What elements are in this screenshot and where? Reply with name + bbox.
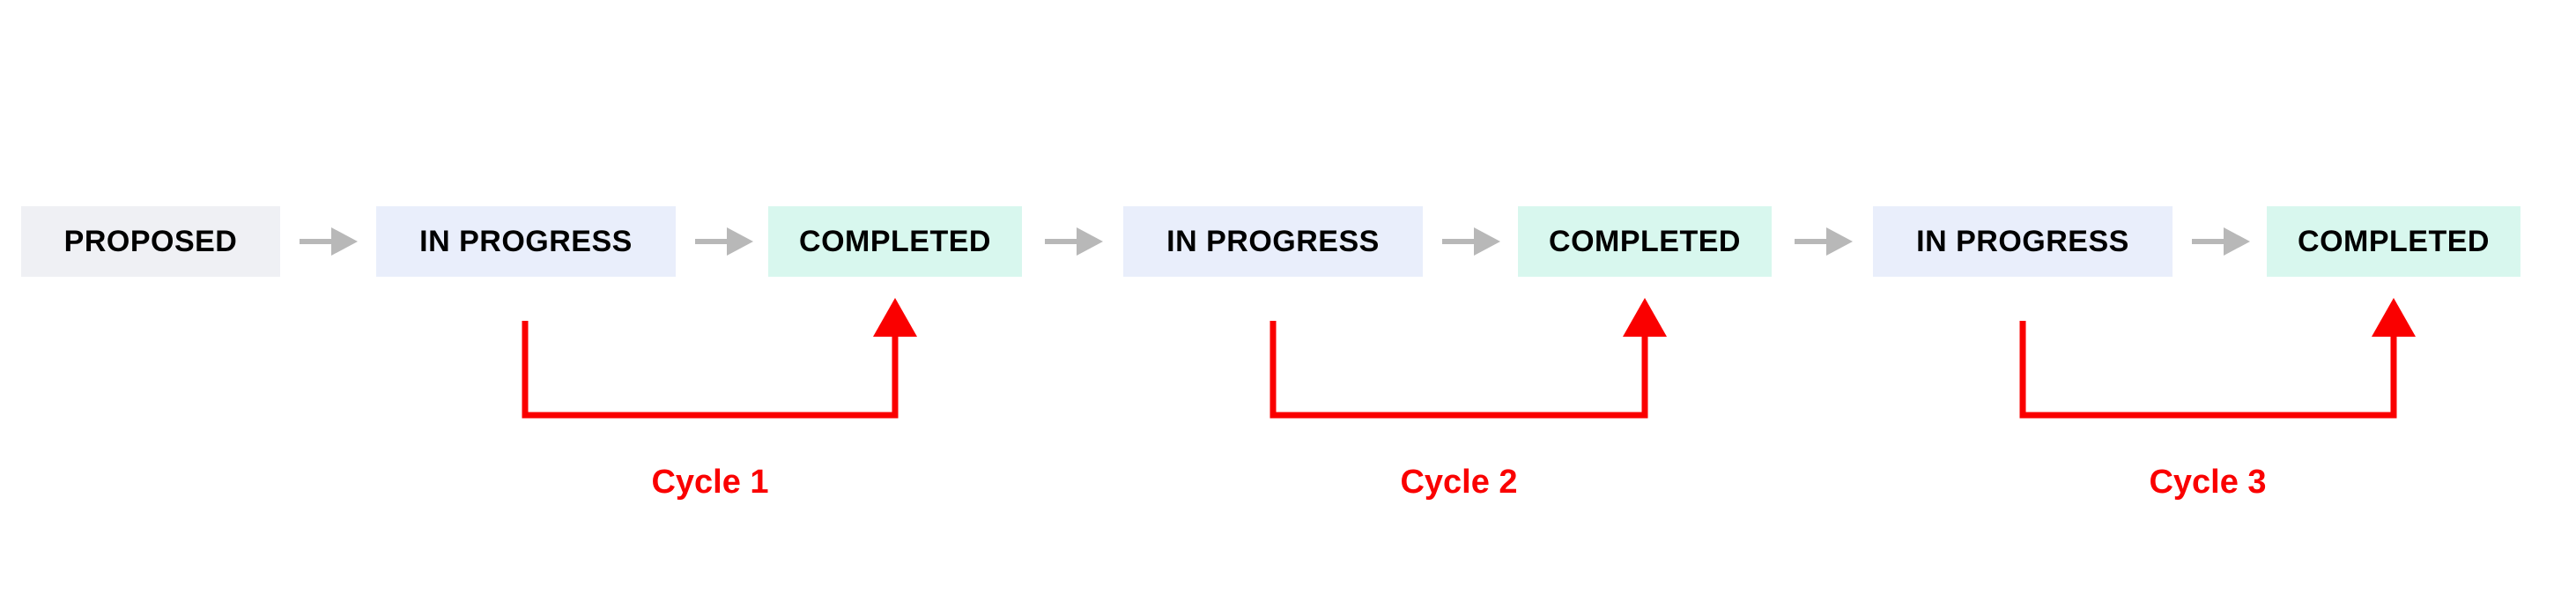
- arrow-1-right-arrow-icon: [300, 227, 358, 256]
- state-completed-3[interactable]: COMPLETED: [2267, 206, 2520, 277]
- arrow-3-right-arrow-icon: [1045, 227, 1103, 256]
- state-in-progress-1[interactable]: IN PROGRESS: [376, 206, 676, 277]
- cycle-2-rework-loop-arrow: [1269, 298, 1667, 419]
- arrow-2-right-arrow-icon: [695, 227, 753, 256]
- state-label: COMPLETED: [1549, 225, 1741, 258]
- state-label: COMPLETED: [2298, 225, 2490, 258]
- state-label: PROPOSED: [63, 225, 238, 258]
- cycle-1-rework-loop-arrow: [522, 298, 917, 419]
- arrow-6-right-arrow-icon: [2192, 227, 2250, 256]
- state-completed-2[interactable]: COMPLETED: [1518, 206, 1772, 277]
- cycle-1-label: Cycle 1: [651, 464, 769, 501]
- state-label: IN PROGRESS: [1916, 225, 2129, 258]
- cycle-3-label: Cycle 3: [2149, 464, 2267, 501]
- state-in-progress-3[interactable]: IN PROGRESS: [1873, 206, 2173, 277]
- arrow-5-right-arrow-icon: [1795, 227, 1853, 256]
- state-label: IN PROGRESS: [1166, 225, 1380, 258]
- arrow-4-right-arrow-icon: [1442, 227, 1500, 256]
- state-label: COMPLETED: [799, 225, 991, 258]
- cycle-2-label: Cycle 2: [1400, 464, 1518, 501]
- state-in-progress-2[interactable]: IN PROGRESS: [1123, 206, 1423, 277]
- state-completed-1[interactable]: COMPLETED: [768, 206, 1022, 277]
- state-label: IN PROGRESS: [419, 225, 633, 258]
- state-proposed[interactable]: PROPOSED: [21, 206, 280, 277]
- cycle-3-rework-loop-arrow: [2019, 298, 2416, 419]
